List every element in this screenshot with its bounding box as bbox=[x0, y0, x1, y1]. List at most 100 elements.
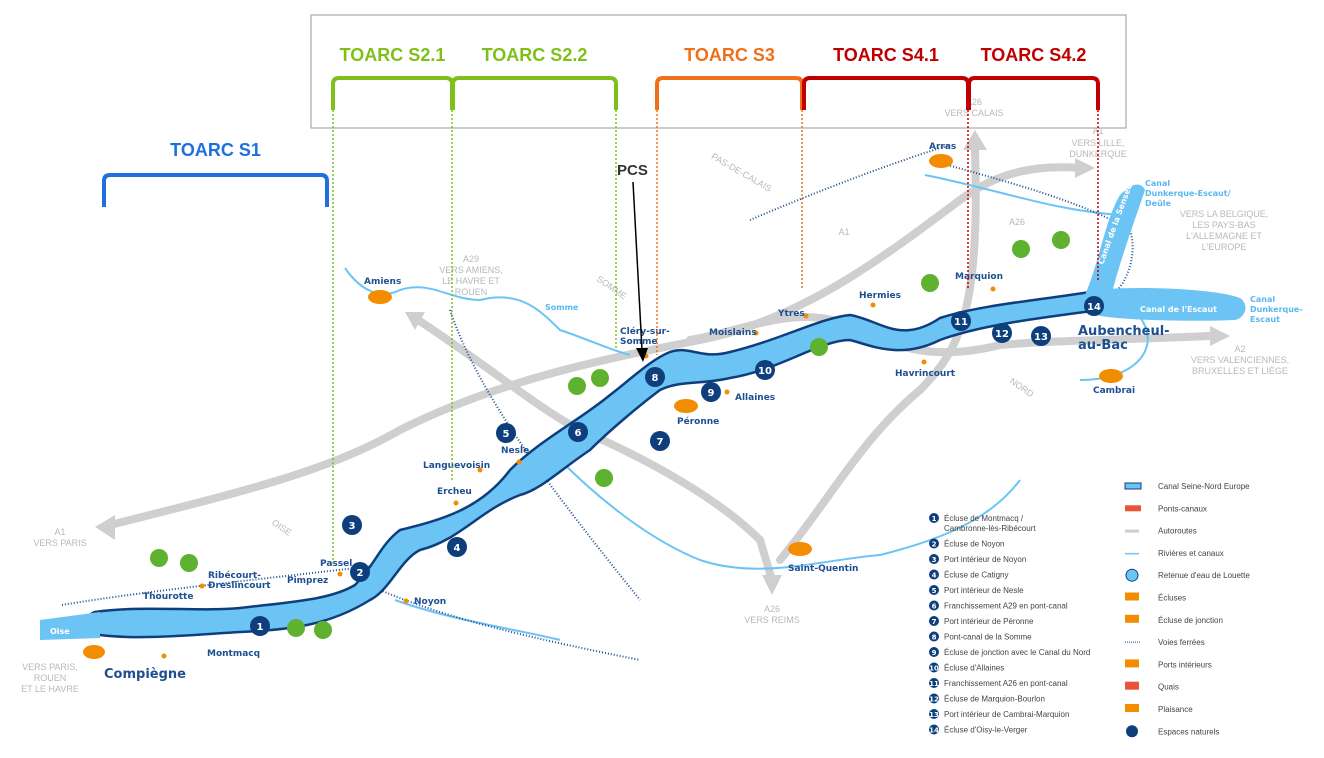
city-ercheu: Ercheu bbox=[437, 487, 472, 497]
list-number: 8 bbox=[932, 634, 937, 642]
legend-item: Quais bbox=[1125, 681, 1179, 692]
legend-item: Espaces naturels bbox=[1126, 725, 1219, 738]
reservoir-icon bbox=[1125, 568, 1139, 582]
list-item: Port intérieur de Péronne bbox=[944, 617, 1034, 626]
city-aubencheul-1: Aubencheul- bbox=[1078, 324, 1170, 339]
legend-item: Canal Seine-Nord Europe bbox=[1124, 482, 1250, 491]
list-number: 13 bbox=[929, 711, 939, 719]
list-number-badge bbox=[929, 616, 939, 626]
city-nesle: Nesle bbox=[501, 446, 529, 456]
list-number: 4 bbox=[932, 572, 937, 580]
marker-number: 6 bbox=[575, 428, 582, 439]
marker-circle bbox=[496, 423, 516, 443]
bracket-toarc-s2-1: TOARC S2.1 bbox=[331, 45, 454, 565]
marker-number: 7 bbox=[657, 437, 664, 448]
list-number: 3 bbox=[932, 556, 937, 564]
label-dk-escaut-3: Escaut bbox=[1250, 315, 1280, 324]
list-number: 6 bbox=[932, 603, 937, 611]
bracket-toarc-s3: TOARC S3 bbox=[655, 45, 804, 355]
city-allaines: Allaines bbox=[735, 393, 775, 403]
dir-pr-1: VERS PARIS, bbox=[22, 662, 78, 672]
list-item: Port intérieur de Cambrai-Marquion bbox=[944, 710, 1069, 719]
legend-item: Retenue d'eau de Louette bbox=[1125, 568, 1250, 582]
label-dk-escaut-2: Dunkerque- bbox=[1250, 305, 1303, 314]
bracket-shape bbox=[451, 76, 618, 110]
city-dreslincourt: Dreslincourt bbox=[208, 581, 271, 591]
list-number: 14 bbox=[929, 727, 939, 735]
oise-river bbox=[40, 612, 100, 640]
legend-label: Écluse de jonction bbox=[1158, 616, 1223, 625]
city-cambrai: Cambrai bbox=[1093, 386, 1135, 396]
lock-marker-12: 12 bbox=[992, 323, 1012, 343]
marker-circle bbox=[755, 360, 775, 380]
list-number-badge bbox=[929, 631, 939, 642]
list-number: 9 bbox=[932, 649, 937, 657]
list-item: Écluse d'Allaines bbox=[944, 664, 1004, 673]
marker-circle bbox=[350, 562, 370, 582]
legend-label: Ports intérieurs bbox=[1158, 660, 1212, 669]
list-item: Franchissement A29 en pont-canal bbox=[944, 602, 1068, 611]
lock-icon bbox=[1125, 592, 1139, 601]
label-dk-escaut-1: Canal bbox=[1250, 295, 1275, 304]
city-saint-quentin: Saint-Quentin bbox=[788, 564, 858, 574]
dir-pr-2: ROUEN bbox=[34, 673, 67, 683]
lock-marker-3: 3 bbox=[342, 515, 362, 535]
city-compiegne: Compiègne bbox=[104, 667, 186, 682]
bracket-toarc-s2-2: TOARC S2.2 bbox=[451, 45, 618, 350]
list-item: Cambronne-lès-Ribécourt bbox=[944, 524, 1036, 533]
lock-marker-6: 6 bbox=[568, 422, 588, 442]
marker-number: 1 bbox=[257, 622, 264, 633]
bracket-shape bbox=[802, 76, 970, 110]
nature-icon bbox=[1126, 725, 1138, 738]
railways bbox=[61, 144, 1134, 661]
list-number-badge bbox=[929, 585, 939, 595]
list-item: Écluse de Catigny bbox=[944, 571, 1008, 580]
list-number-badge bbox=[929, 554, 939, 564]
legend-label: Quais bbox=[1158, 683, 1179, 692]
lock-marker-7: 7 bbox=[650, 431, 670, 451]
marker-circle bbox=[645, 367, 665, 387]
dir-be-4: L'EUROPE bbox=[1202, 242, 1247, 252]
list-number: 1 bbox=[932, 515, 937, 523]
list-number-badge bbox=[929, 538, 939, 549]
marker-number: 10 bbox=[758, 366, 772, 377]
city-ytres: Ytres bbox=[777, 309, 805, 319]
marker-circle bbox=[342, 515, 362, 535]
list-item: Écluse d'Oisy-le-Verger bbox=[944, 726, 1028, 735]
city-clery-2: Somme bbox=[620, 337, 658, 347]
road-a26: A26 bbox=[1009, 217, 1025, 227]
list-number: 7 bbox=[932, 618, 937, 626]
label-somme: Somme bbox=[545, 303, 579, 312]
city-peronne: Péronne bbox=[677, 416, 719, 427]
city-havrincourt: Havrincourt bbox=[895, 369, 956, 379]
city-aubencheul-2: au-Bac bbox=[1078, 338, 1128, 353]
list-item: Écluse de Montmacq / bbox=[944, 514, 1024, 523]
map-legend: Canal Seine-Nord EuropePonts-canauxAutor… bbox=[1124, 482, 1250, 738]
quay-icon bbox=[1125, 681, 1139, 690]
lock-marker-1: 1 bbox=[250, 616, 270, 636]
legend-item: Plaisance bbox=[1125, 704, 1193, 714]
list-item: Pont-canal de la Somme bbox=[944, 633, 1032, 642]
city-amiens: Amiens bbox=[364, 277, 401, 287]
bracket-label: TOARC S3 bbox=[684, 45, 775, 65]
junction-lock-icon bbox=[1125, 614, 1139, 623]
legend-item: Autoroutes bbox=[1125, 527, 1197, 536]
marker-number: 5 bbox=[503, 429, 510, 440]
legend-label: Écluses bbox=[1158, 594, 1186, 603]
marker-number: 13 bbox=[1034, 332, 1048, 343]
canal-icon bbox=[1124, 482, 1142, 490]
legend-label: Voies ferrées bbox=[1158, 638, 1205, 647]
list-number-badge bbox=[929, 513, 939, 523]
dir-a1-2: VERS PARIS bbox=[33, 538, 86, 548]
road-a1: A1 bbox=[838, 227, 849, 237]
city-arras: Arras bbox=[929, 142, 956, 152]
label-dk-deule-2: Dunkerque-Escaut/ bbox=[1145, 189, 1231, 198]
list-number-badge bbox=[929, 600, 939, 611]
list-number: 10 bbox=[929, 665, 939, 673]
lock-marker-5: 5 bbox=[496, 423, 516, 443]
label-dk-deule-1: Canal bbox=[1145, 179, 1170, 188]
dir-pr-3: ET LE HAVRE bbox=[21, 684, 79, 694]
river-icon bbox=[1125, 552, 1139, 555]
dir-a29-4: ROUEN bbox=[455, 287, 488, 297]
